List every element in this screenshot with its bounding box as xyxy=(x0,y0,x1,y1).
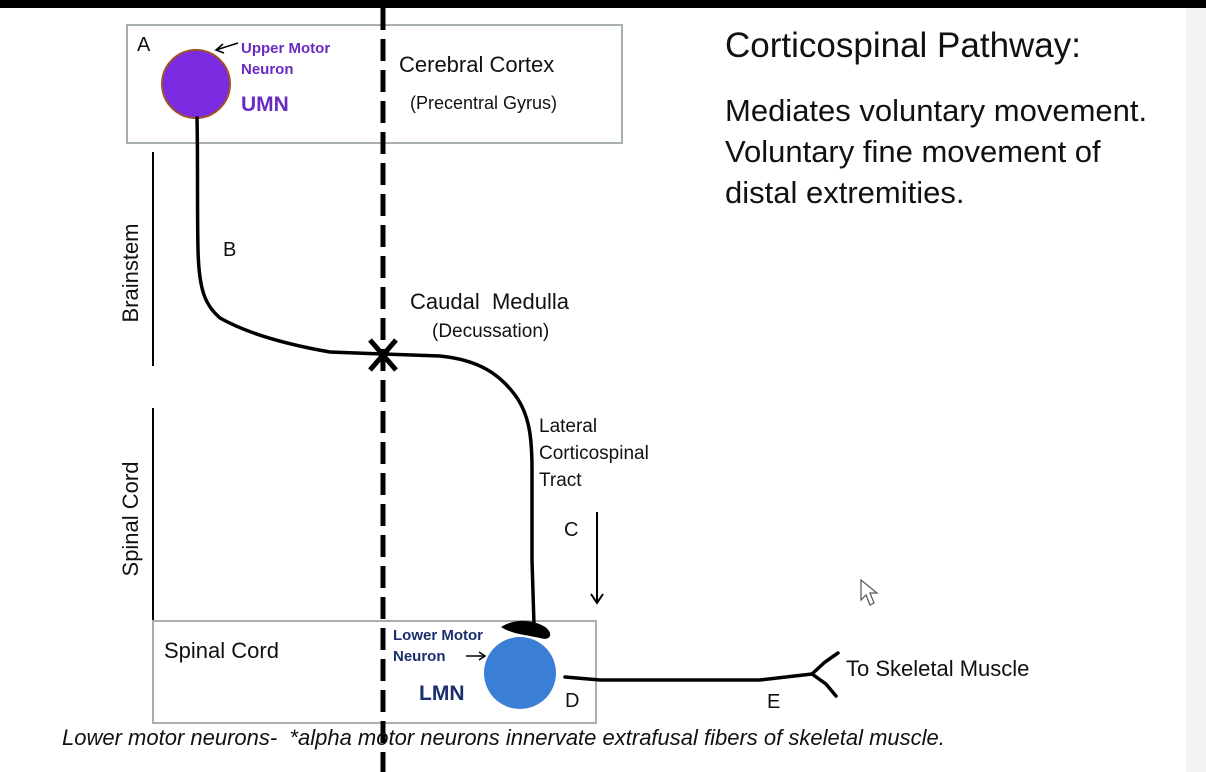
caudal-medulla-label: Caudal Medulla xyxy=(410,289,569,314)
tract-label-line2: Corticospinal xyxy=(539,443,649,464)
mouse-cursor-icon xyxy=(860,578,879,606)
upper-motor-neuron xyxy=(161,49,231,119)
footnote: Lower motor neurons- *alpha motor neuron… xyxy=(62,725,945,750)
axon-terminal xyxy=(501,620,551,639)
description-line-1: Mediates voluntary movement. xyxy=(725,93,1148,128)
description-line-3: distal extremities. xyxy=(725,175,965,210)
lateral-corticospinal-tract-c xyxy=(381,352,536,627)
umn-pointer-arrow-icon xyxy=(214,42,239,54)
lmn-axon-e xyxy=(563,672,814,682)
lmn-pointer-arrow-icon xyxy=(466,651,487,661)
precentral-gyrus-label: (Precentral Gyrus) xyxy=(410,93,558,113)
top-black-bar xyxy=(0,0,1206,8)
spinal-cord-bar xyxy=(152,408,154,620)
decussation-x-icon xyxy=(368,338,398,372)
page-title: Corticospinal Pathway: xyxy=(725,26,1081,65)
cerebral-cortex-label: Cerebral Cortex xyxy=(399,52,555,77)
umn-abbr: UMN xyxy=(241,93,289,116)
umn-axon-b xyxy=(195,116,385,356)
letter-a: A xyxy=(137,34,151,56)
right-edge-shade xyxy=(1186,8,1206,772)
letter-b: B xyxy=(223,239,237,261)
lmn-abbr: LMN xyxy=(419,682,465,705)
umn-label-line2: Neuron xyxy=(241,61,294,78)
letter-e: E xyxy=(767,691,781,713)
decussation-label: (Decussation) xyxy=(432,321,550,342)
tract-label-line1: Lateral xyxy=(539,416,598,437)
skeletal-muscle-label: To Skeletal Muscle xyxy=(846,656,1030,681)
description-line-2: Voluntary fine movement of xyxy=(725,134,1101,169)
umn-label-line1: Upper Motor xyxy=(241,40,331,57)
down-arrow-icon xyxy=(590,512,604,605)
lmn-label-line1: Lower Motor xyxy=(393,627,483,644)
lmn-label-line2: Neuron xyxy=(393,648,446,665)
brainstem-bar xyxy=(152,152,154,366)
muscle-branch-upper xyxy=(810,651,840,676)
tract-label-line3: Tract xyxy=(539,470,582,491)
letter-d: D xyxy=(565,690,580,712)
spinal-cord-box-label: Spinal Cord xyxy=(164,638,279,663)
muscle-branch-lower xyxy=(810,672,838,698)
letter-c: C xyxy=(564,519,579,541)
lower-motor-neuron xyxy=(484,637,556,709)
